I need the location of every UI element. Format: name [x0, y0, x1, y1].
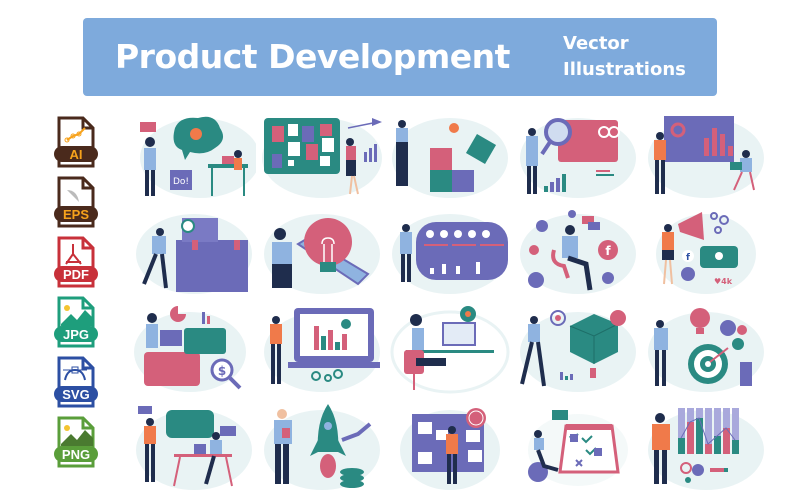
- svg-text:JPG: JPG: [63, 327, 89, 342]
- illustration-lightbulb-idea: [258, 204, 384, 300]
- illustration-team-meeting: [130, 400, 256, 496]
- format-pdf-icon: PDF: [53, 236, 99, 290]
- svg-text:f: f: [686, 253, 690, 263]
- svg-text:$: $: [218, 364, 226, 378]
- illustration-video-call-work: [386, 302, 512, 398]
- format-ai-icon: AI: [53, 116, 99, 170]
- banner-subtitle: Vector Illustrations: [563, 31, 686, 83]
- illustration-idea-brainstorm: Do!: [130, 108, 256, 204]
- illustration-grid: Do!: [130, 108, 770, 498]
- format-png-icon: PNG: [53, 416, 99, 470]
- svg-text:EPS: EPS: [63, 207, 89, 222]
- svg-text:PDF: PDF: [63, 267, 89, 282]
- illustration-task-board-deadline: [386, 400, 512, 496]
- file-format-list: AI EPS PDF JPG: [53, 116, 99, 476]
- illustration-kanban-board: [258, 108, 384, 204]
- title-banner: Product Development Vector Illustrations: [83, 18, 717, 96]
- illustration-growth-chart-analysis: [642, 400, 768, 496]
- format-eps-icon: EPS: [53, 176, 99, 230]
- illustration-analytics-presentation: [258, 302, 384, 398]
- banner-title: Product Development: [115, 37, 510, 76]
- svg-text:PNG: PNG: [62, 447, 90, 462]
- svg-text:AI: AI: [70, 147, 83, 162]
- svg-text:f: f: [605, 244, 611, 258]
- illustration-data-analysis: [514, 108, 640, 204]
- illustration-presentation-chart: [642, 108, 768, 204]
- svg-text:♥4k: ♥4k: [714, 277, 733, 286]
- format-svg-icon: SVG: [53, 356, 99, 410]
- illustration-megaphone-promotion: f ♥4k: [642, 204, 768, 300]
- svg-text:SVG: SVG: [62, 387, 89, 402]
- illustration-puzzle-solution: [386, 108, 512, 204]
- banner-subtitle-line2: Illustrations: [563, 59, 686, 80]
- illustration-strategy-goal: [642, 302, 768, 398]
- illustration-dashboard-report: [386, 204, 512, 300]
- illustration-product-cube-target: [514, 302, 640, 398]
- svg-text:Do!: Do!: [173, 177, 189, 187]
- illustration-calendar-schedule: [514, 400, 640, 496]
- illustration-startup-rocket: [258, 400, 384, 496]
- illustration-social-media-marketing: f: [514, 204, 640, 300]
- banner-subtitle-line1: Vector: [563, 33, 629, 54]
- illustration-finance-wallet: $: [130, 302, 256, 398]
- format-jpg-icon: JPG: [53, 296, 99, 350]
- illustration-product-boxes-search: [130, 204, 256, 300]
